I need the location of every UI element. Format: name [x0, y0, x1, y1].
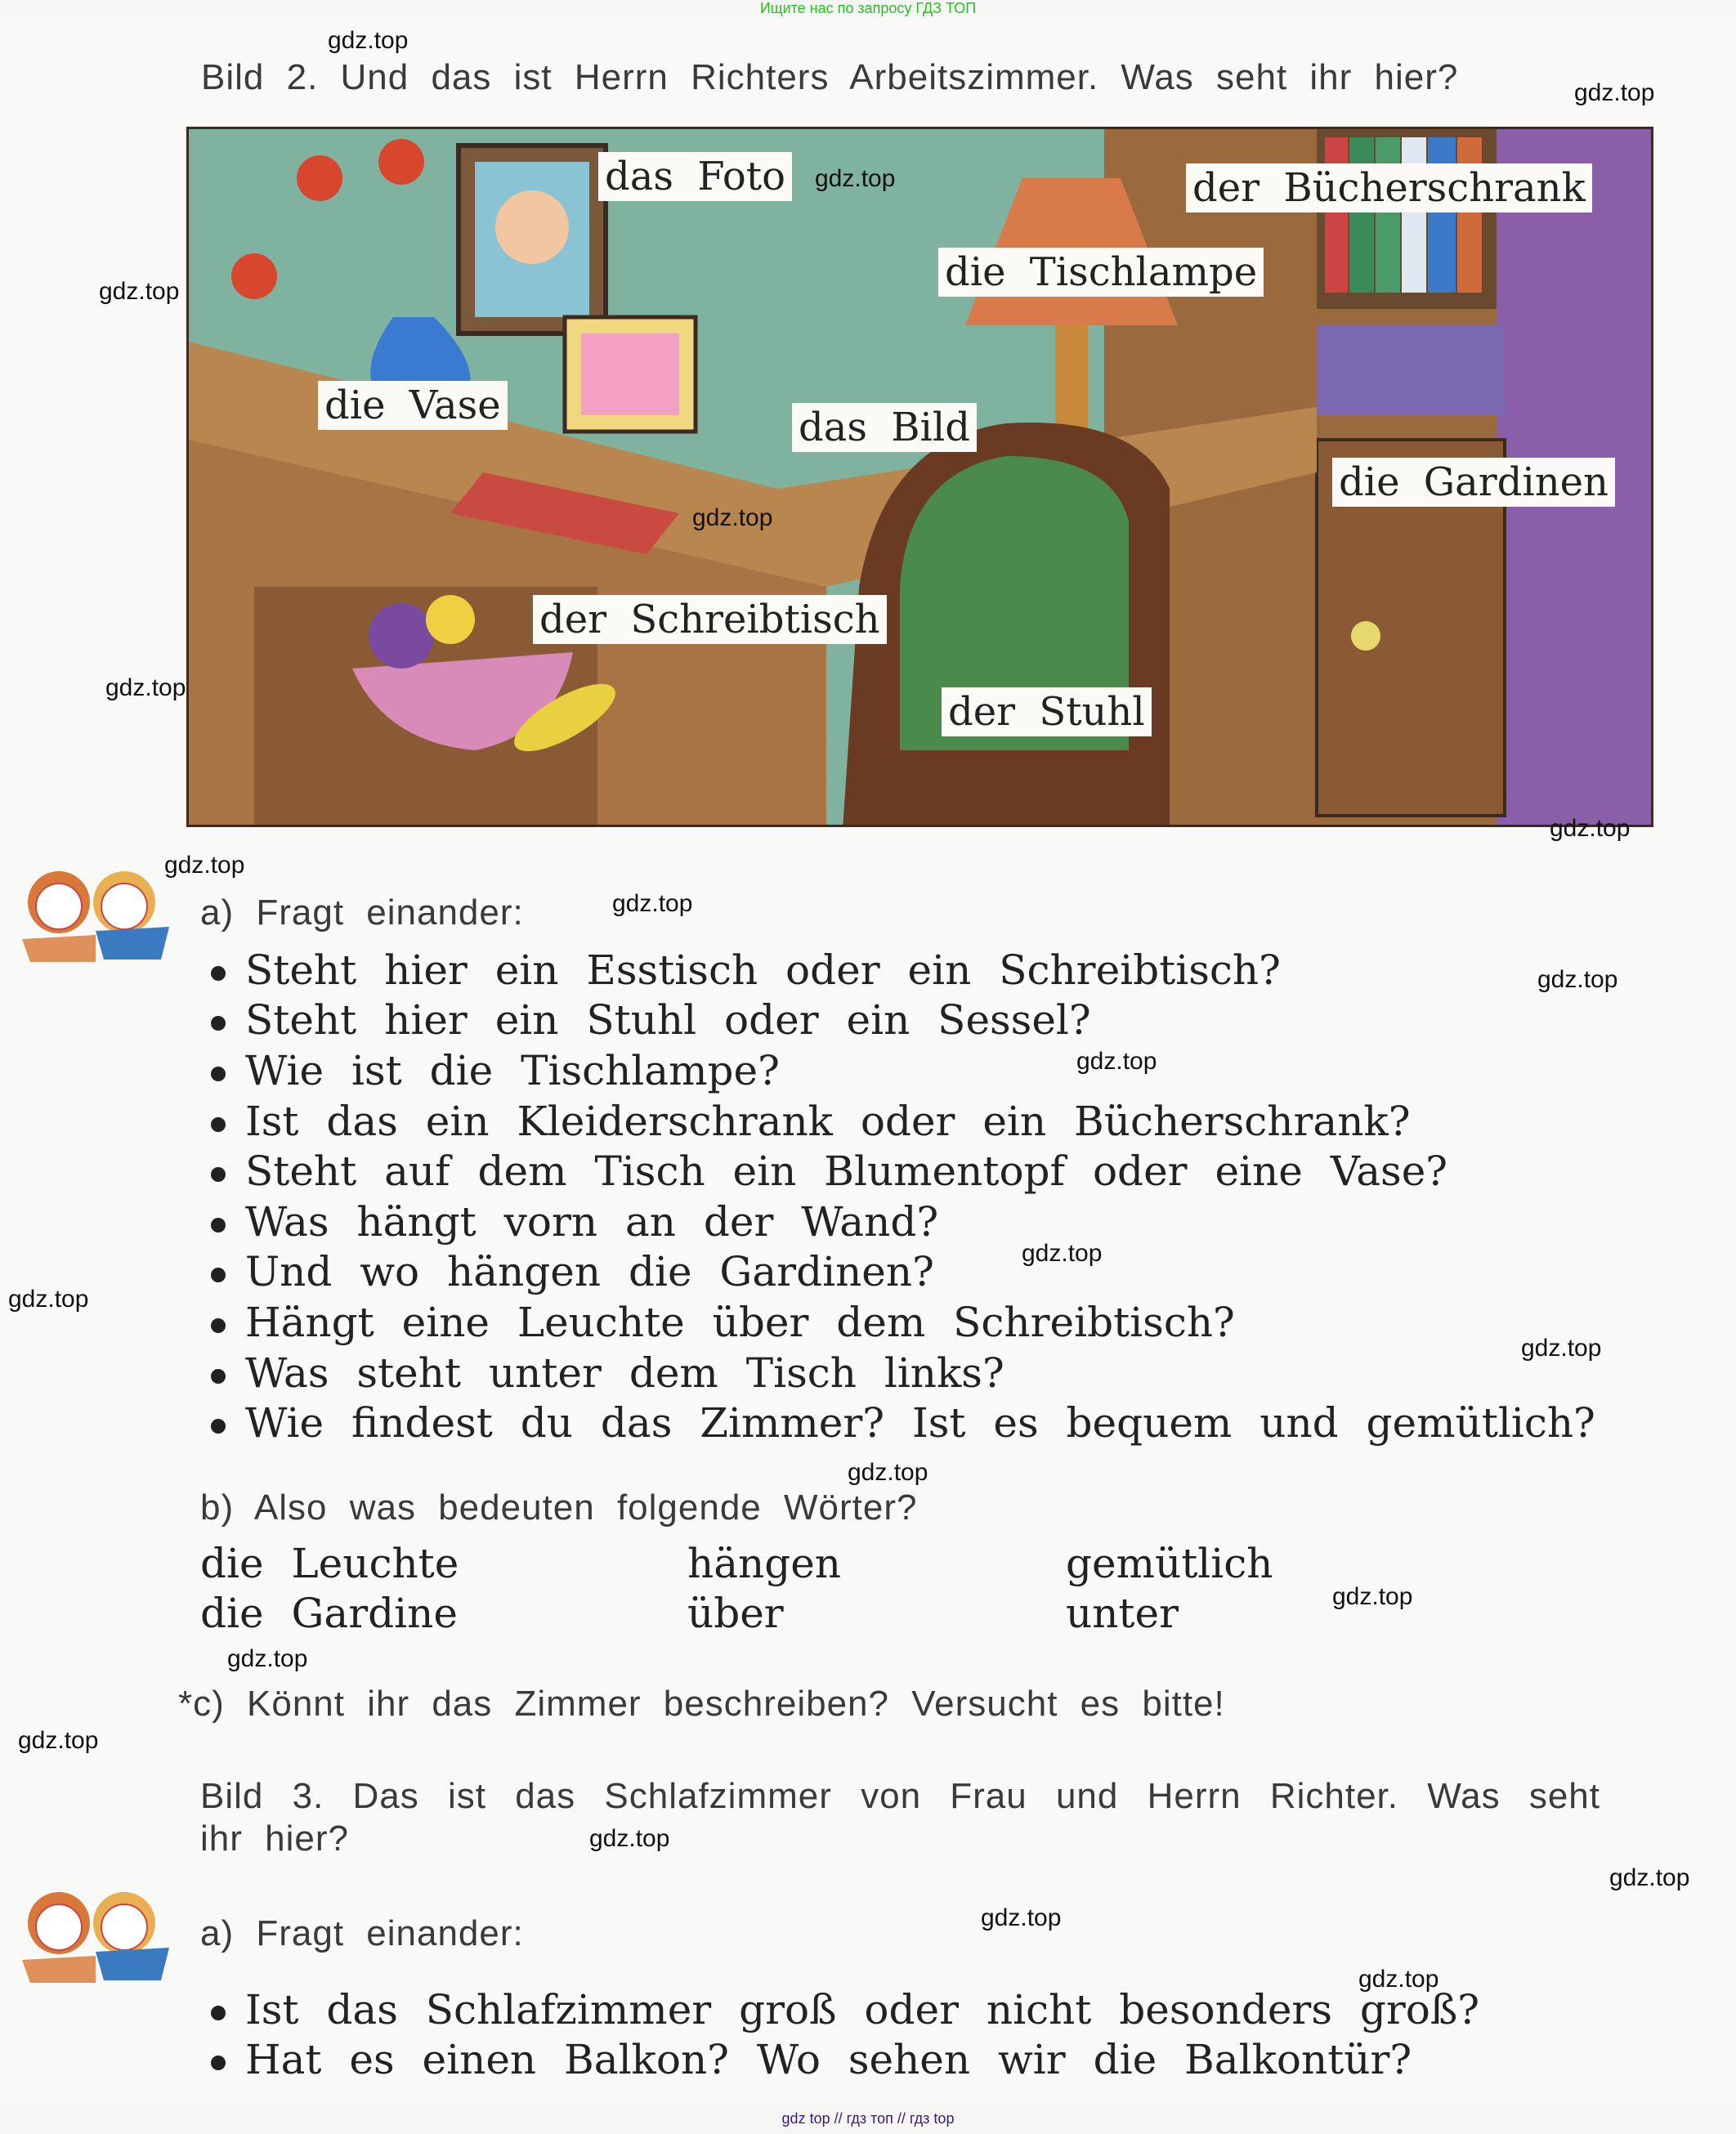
label-schreibtisch: der Schreibtisch: [533, 595, 887, 644]
question-item: Steht hier ein Stuhl oder ein Sessel?: [211, 996, 1091, 1044]
watermark: gdz.top: [981, 1904, 1062, 1931]
watermark: gdz.top: [1609, 1864, 1690, 1891]
vocab-word: über: [687, 1590, 784, 1637]
watermark: gdz.top: [848, 1459, 928, 1486]
label-foto: das Foto: [598, 152, 792, 201]
bild3-title-line1: Bild 3. Das ist das Schlafzimmer von Fra…: [200, 1776, 1600, 1816]
watermark: gdz.top: [105, 674, 186, 701]
vocab-word: die Leuchte: [200, 1540, 459, 1587]
label-bild: das Bild: [792, 403, 977, 452]
question-item: Was steht unter dem Tisch links?: [211, 1349, 1004, 1397]
bild2-c-heading: *c) Könnt ihr das Zimmer beschreiben? Ve…: [178, 1684, 1225, 1724]
question-item: Steht hier ein Esstisch oder ein Schreib…: [211, 946, 1281, 994]
watermark: gdz.top: [1358, 1966, 1439, 1993]
question-item: Und wo hängen die Gardinen?: [211, 1248, 934, 1295]
study-room-illustration: das Foto der Bücherschrank die Tischlamp…: [186, 127, 1653, 827]
question-item: Hängt eine Leuchte über dem Schreibtisch…: [211, 1299, 1235, 1346]
bild3-a-heading: a) Fragt einander:: [200, 1913, 524, 1953]
watermark: gdz.top: [1574, 79, 1655, 106]
bullet-icon: [211, 1218, 226, 1233]
label-vase: die Vase: [318, 381, 508, 430]
question-item: Ist das ein Kleiderschrank oder ein Büch…: [211, 1098, 1411, 1145]
watermark: gdz.top: [18, 1727, 99, 1754]
question-item: Was hängt vorn an der Wand?: [211, 1198, 938, 1246]
bullet-icon: [211, 966, 226, 981]
books: [1325, 137, 1482, 293]
question-item: Steht auf dem Tisch ein Blumentopf oder …: [211, 1148, 1447, 1195]
bullet-icon: [211, 1318, 226, 1333]
label-tischlampe: die Tischlampe: [938, 248, 1264, 297]
fruit-bowl: [352, 595, 615, 752]
label-buecherschrank: der Bücherschrank: [1186, 163, 1592, 213]
watermark: gdz.top: [612, 890, 693, 917]
kids-reading-icon: [22, 1892, 169, 1983]
bullet-icon: [211, 1419, 226, 1434]
watermark: gdz.top: [8, 1286, 89, 1313]
watermark: gdz.top: [1537, 966, 1618, 993]
watermark: gdz.top: [1076, 1048, 1157, 1075]
bild3-title-line2: ihr hier?: [200, 1819, 349, 1859]
bullet-icon: [211, 1369, 226, 1384]
watermark: gdz.top: [1332, 1583, 1413, 1610]
vocab-word: unter: [1066, 1590, 1179, 1637]
bullet-icon: [211, 2006, 226, 2020]
vocab-word: hängen: [687, 1540, 842, 1587]
bild2-b-heading: b) Also was bedeuten folgende Wörter?: [200, 1488, 918, 1528]
bullet-icon: [211, 1268, 226, 1282]
bullet-icon: [211, 1167, 226, 1182]
radio: [1317, 325, 1505, 415]
question-item: Hat es einen Balkon? Wo sehen wir die Ba…: [211, 2036, 1412, 2083]
label-gardinen: die Gardinen: [1332, 458, 1615, 507]
book: [450, 472, 679, 554]
question-item: Wie ist die Tischlampe?: [211, 1047, 780, 1094]
top-banner[interactable]: Ищите нас по запросу ГДЗ ТОП: [759, 0, 977, 16]
watermark: gdz.top: [328, 27, 409, 54]
bullet-icon: [211, 1016, 226, 1031]
bullet-icon: [211, 1117, 226, 1132]
question-item: Wie findest du das Zimmer? Ist es bequem…: [211, 1399, 1595, 1447]
question-item: Ist das Schlafzimmer groß oder nicht bes…: [211, 1986, 1479, 2033]
watermark: gdz.top: [164, 852, 245, 879]
bild2-a-heading: a) Fragt einander:: [200, 893, 524, 933]
watermark: gdz.top: [99, 278, 180, 305]
vocab-word: gemütlich: [1066, 1540, 1273, 1587]
bild2-title: Bild 2. Und das ist Herrn Richters Arbei…: [201, 57, 1459, 97]
watermark: gdz.top: [589, 1825, 670, 1852]
bullet-icon: [211, 2056, 226, 2070]
kids-reading-icon: [22, 871, 169, 962]
watermark: gdz.top: [1550, 815, 1631, 842]
watermark: gdz.top: [1521, 1335, 1602, 1362]
watermark: gdz.top: [227, 1645, 308, 1672]
footer-watermark[interactable]: gdz top // гдз топ // гдз top: [781, 2110, 955, 2127]
label-stuhl: der Stuhl: [942, 687, 1152, 736]
watermark: gdz.top: [1022, 1240, 1103, 1267]
watermark: gdz.top: [692, 504, 773, 531]
bullet-icon: [211, 1067, 226, 1081]
watermark: gdz.top: [815, 165, 896, 192]
vocab-word: die Gardine: [200, 1590, 458, 1637]
